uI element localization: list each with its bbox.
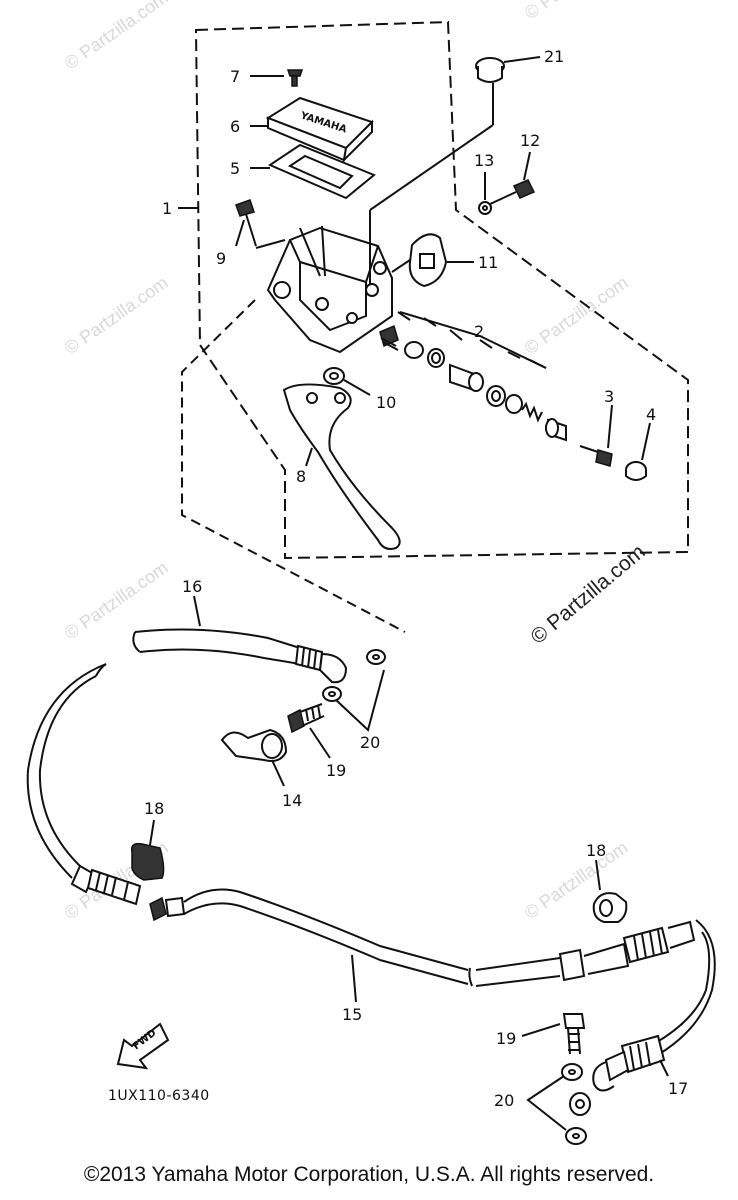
fwd-arrow-icon: FWD — [116, 1022, 170, 1070]
lever-part-8 — [282, 383, 401, 550]
label-18: 18 — [144, 799, 164, 818]
label-15: 15 — [342, 1005, 362, 1024]
hose-part-16 — [132, 595, 386, 684]
label-7: 7 — [230, 67, 240, 86]
part-labels: 1 2 3 4 5 6 7 8 9 10 11 12 13 14 15 16 1… — [144, 47, 688, 1110]
label-3: 3 — [604, 387, 614, 406]
piston-kit-part-2 — [379, 311, 567, 442]
hose-part-17 — [592, 919, 716, 1092]
washer-part-13 — [478, 172, 492, 215]
label-1: 1 — [162, 199, 172, 218]
watermark: © Partzilla.com — [61, 0, 172, 73]
label-17: 17 — [668, 1079, 688, 1098]
screw-part-7 — [250, 69, 304, 87]
label-13: 13 — [474, 151, 494, 170]
banjo-bolt-part-19 — [287, 703, 331, 759]
label-14: 14 — [282, 791, 302, 810]
copyright-notice: ©2013 Yamaha Motor Corporation, U.S.A. A… — [83, 1163, 655, 1186]
label-12: 12 — [520, 131, 540, 150]
label-2: 2 — [474, 322, 484, 341]
bracket-part-11 — [391, 233, 474, 288]
diaphragm-part-5 — [250, 143, 376, 200]
label-11: 11 — [478, 253, 498, 272]
assembly-outline — [194, 20, 689, 560]
screw-part-12 — [487, 151, 536, 206]
label-19: 19 — [496, 1029, 516, 1048]
label-19: 19 — [326, 761, 346, 780]
diagram-code: 1UX110-6340 — [108, 1088, 210, 1104]
washer-part-20 — [526, 1063, 591, 1145]
banjo-bolt-part-19 — [521, 1013, 586, 1055]
collar-part-10 — [323, 367, 371, 396]
label-9: 9 — [216, 249, 226, 268]
bolt-part-9 — [235, 199, 286, 249]
label-4: 4 — [646, 405, 656, 424]
master-cylinder-body — [266, 83, 494, 354]
label-18: 18 — [586, 841, 606, 860]
reservoir-cap-part-6: YAMAHA — [250, 96, 374, 163]
push-rod-part-3 — [579, 404, 613, 467]
grommet-part-18 — [592, 859, 628, 923]
watermark: © Partzilla.com — [61, 272, 172, 358]
grommet-part-18 — [130, 819, 165, 881]
label-21: 21 — [544, 47, 564, 66]
label-20: 20 — [494, 1091, 514, 1110]
label-10: 10 — [376, 393, 396, 412]
watermark-main: © Partzilla.com — [526, 540, 649, 649]
watermark: © Partzilla.com — [521, 272, 632, 358]
label-20: 20 — [360, 733, 380, 752]
cap-part-21 — [475, 56, 541, 83]
mounting-link — [181, 299, 406, 633]
label-16: 16 — [182, 577, 202, 596]
label-6: 6 — [230, 117, 240, 136]
label-8: 8 — [296, 467, 306, 486]
label-5: 5 — [230, 159, 240, 178]
cover-part-14 — [220, 728, 288, 787]
watermark: © Partzilla.com — [521, 0, 632, 23]
washer-part-20 — [322, 669, 385, 732]
hose-part-15 — [26, 663, 696, 1003]
boot-part-4 — [625, 422, 651, 481]
